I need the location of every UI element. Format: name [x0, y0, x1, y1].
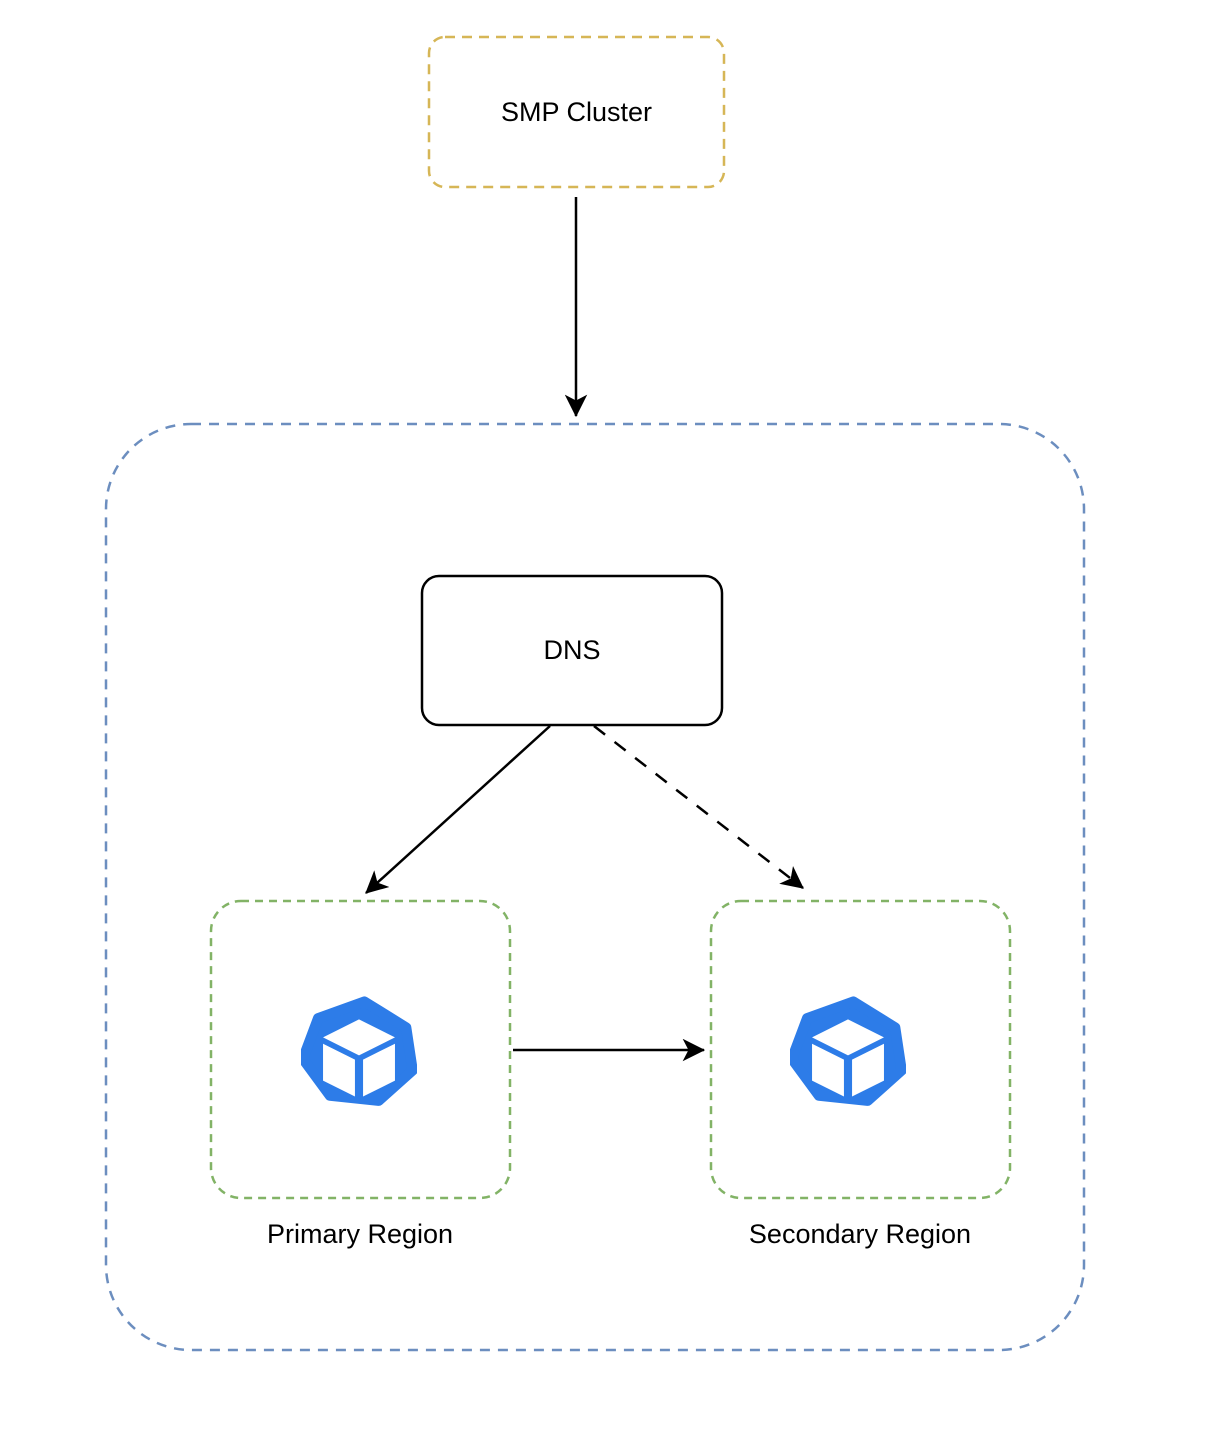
edge-dns-to-primary: [365, 725, 551, 894]
primary-workload-cube-heptagon-icon: [301, 995, 417, 1111]
dns-box: [420, 574, 724, 727]
region-group-container: [104, 422, 1086, 1352]
edge-dns-to-secondary: [593, 725, 804, 889]
smp-cluster-box: [427, 35, 726, 189]
secondary-workload-cube-heptagon-icon: [790, 995, 906, 1111]
